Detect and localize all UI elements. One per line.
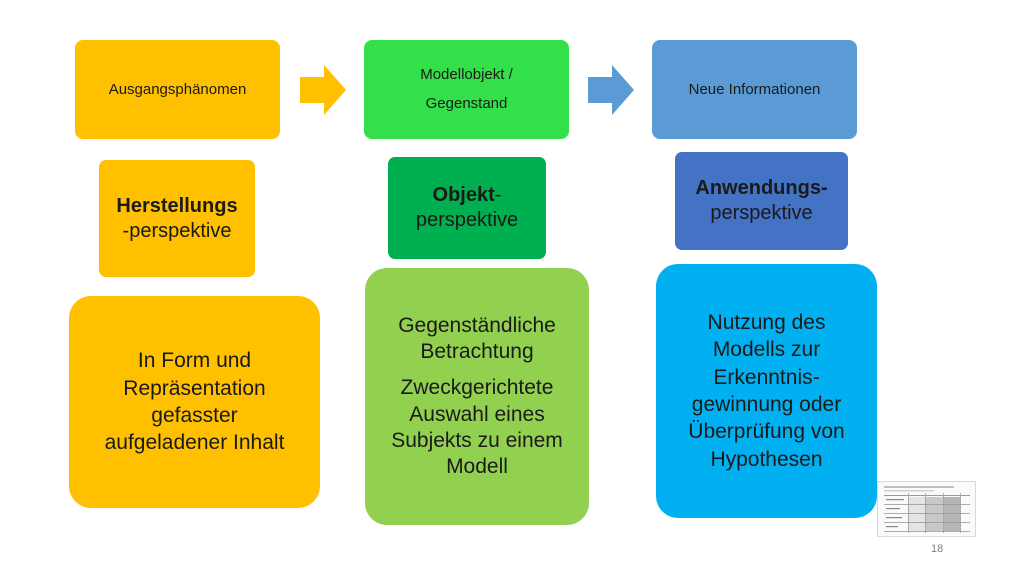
flow-step-neue-informationen: Neue Informationen xyxy=(652,40,857,139)
detail-line: Modell xyxy=(446,455,508,478)
detail-line: Zweckgerichtete xyxy=(400,376,554,400)
detail-objekt: Gegenständliche Betrachtung Zweckgericht… xyxy=(365,268,589,525)
detail-line: Nutzung des xyxy=(707,311,826,335)
detail-line: Erkenntnis- xyxy=(713,365,820,389)
detail-line: Gegenständliche xyxy=(398,313,556,337)
detail-line: Hypothesen xyxy=(710,447,823,471)
perspective-title: Herstellungs xyxy=(116,194,238,217)
detail-line: aufgeladener Inhalt xyxy=(104,431,285,455)
arrow-right-icon xyxy=(300,65,346,115)
flow-step-modellobjekt: Modellobjekt / Gegenstand xyxy=(364,40,569,139)
detail-line: gewinnung oder xyxy=(691,393,842,416)
perspective-subtitle: perspektive xyxy=(415,209,519,231)
detail-line: Repräsentation xyxy=(123,376,266,400)
detail-line: gefasster xyxy=(151,404,238,427)
detail-herstellung: In Form und Repräsentation gefasster auf… xyxy=(69,296,320,508)
flow-step-label: Ausgangsphänomen xyxy=(108,81,247,98)
flow-step-ausgangsphaenomen: Ausgangsphänomen xyxy=(75,40,280,139)
perspective-title: Objekt xyxy=(432,184,495,206)
detail-line: Modells zur xyxy=(712,338,821,362)
detail-line: Subjekts zu einem xyxy=(391,428,563,452)
perspective-subtitle: -perspektive xyxy=(122,219,232,242)
detail-line: Auswahl eines xyxy=(409,402,545,426)
flow-step-label-line1: Modellobjekt / xyxy=(420,66,513,83)
flow-step-label-line2: Gegenstand xyxy=(425,94,508,112)
perspective-subtitle: perspektive xyxy=(710,202,813,224)
perspective-herstellung: Herstellungs -perspektive xyxy=(99,160,255,277)
perspective-anwendung: Anwendungs- perspektive xyxy=(675,152,848,250)
flow-step-label: Neue Informationen xyxy=(688,81,821,98)
detail-line: Überprüfung von xyxy=(688,420,845,444)
table-thumbnail-image xyxy=(877,481,976,537)
perspective-hyphen: - xyxy=(494,184,502,206)
perspective-objekt: Objekt- perspektive xyxy=(388,157,546,259)
arrow-right-icon xyxy=(588,65,634,115)
table-thumbnail-graphic xyxy=(884,486,970,533)
page-number: 18 xyxy=(931,543,944,555)
detail-line: In Form und xyxy=(137,349,252,373)
perspective-title: Anwendungs- xyxy=(695,177,828,199)
detail-anwendung: Nutzung des Modells zur Erkenntnis- gewi… xyxy=(656,264,877,518)
detail-line: Betrachtung xyxy=(420,340,534,363)
